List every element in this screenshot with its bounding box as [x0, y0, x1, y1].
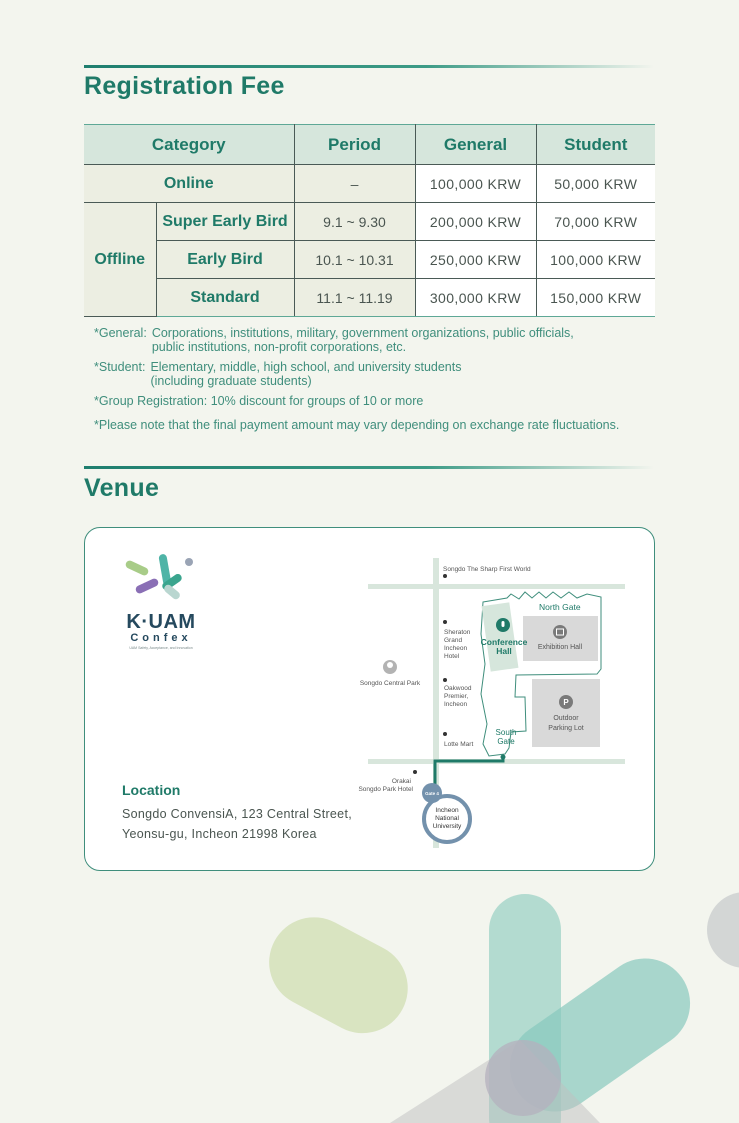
note-text: Corporations, institutions, military, go…	[147, 326, 574, 354]
map-parking-lot	[532, 679, 600, 747]
section-rule-venue	[84, 466, 654, 469]
note-line: Elementary, middle, high school, and uni…	[150, 360, 462, 374]
map-road-top	[368, 584, 625, 589]
note-label: *Student:	[94, 360, 146, 374]
kuam-logo-mark	[125, 554, 193, 600]
general-price-online: 100,000 KRW	[414, 164, 537, 203]
offline-general-price: 250,000 KRW	[414, 240, 537, 279]
label-outdoor-parking: Parking Lot	[548, 725, 583, 732]
category-online: Online	[84, 164, 295, 203]
note-group: *Group Registration: 10% discount for gr…	[94, 394, 424, 408]
fee-notes: *General: Corporations, institutions, mi…	[94, 326, 664, 442]
label-south-gate: Gate	[497, 737, 515, 746]
note-payment: *Please note that the final payment amou…	[94, 417, 620, 432]
note-line: Corporations, institutions, military, go…	[151, 326, 574, 340]
label-oakwood: Oakwood	[444, 685, 472, 692]
label-songdo-sharp: Songdo The Sharp First World	[443, 566, 531, 573]
label-university: Incheon	[435, 807, 459, 814]
label-sheraton: Incheon	[444, 645, 468, 652]
header-period: Period	[293, 124, 416, 165]
map-gate-marker	[422, 783, 442, 803]
offline-student-price: 100,000 KRW	[535, 240, 655, 279]
label-sheraton: Grand	[444, 637, 462, 644]
label-university: National	[435, 815, 459, 822]
student-price-online: 50,000 KRW	[535, 164, 655, 203]
venue-title: Venue	[84, 474, 160, 502]
offline-period: 10.1 ~ 10.31	[293, 240, 416, 279]
label-oakwood: Premier,	[444, 693, 468, 700]
note-line: public institutions, non-profit corporat…	[151, 339, 407, 354]
parking-symbol: P	[563, 698, 569, 707]
category-offline: Offline	[84, 202, 157, 317]
table-row: Online – 100,000 KRW 50,000 KRW	[84, 164, 655, 203]
offline-student-price: 70,000 KRW	[535, 202, 655, 241]
label-south-gate: South	[496, 728, 517, 737]
header-general: General	[414, 124, 537, 165]
label-outdoor-parking: Outdoor	[553, 715, 579, 722]
note-text: Elementary, middle, high school, and uni…	[145, 360, 462, 388]
offline-name: Super Early Bird	[155, 202, 295, 241]
label-exhibition-hall: Exhibition Hall	[538, 644, 583, 651]
label-central-park: Songdo Central Park	[360, 680, 421, 687]
note-line: (including graduate students)	[150, 373, 312, 388]
label-university: University	[433, 823, 462, 830]
exhibition-icon	[553, 625, 567, 639]
label-lotte-mart: Lotte Mart	[444, 741, 473, 748]
label-orakai: Songdo Park Hotel	[358, 786, 413, 793]
logo-wordmark: K·UAM Confex UAM Safety, Acceptance, and…	[121, 612, 201, 651]
label-sheraton: Sheraton	[444, 629, 471, 636]
parking-icon	[559, 695, 573, 709]
landmark-dot	[413, 770, 417, 774]
landmark-dot	[443, 620, 447, 624]
landmark-dot	[443, 678, 447, 682]
landmark-dot	[443, 574, 447, 578]
label-orakai: Orakai	[392, 778, 411, 785]
table-row: Standard 11.1 ~ 11.19 300,000 KRW 150,00…	[84, 278, 655, 317]
label-conference-hall: Hall	[496, 646, 512, 656]
offline-general-price: 200,000 KRW	[414, 202, 537, 241]
registration-title: Registration Fee	[84, 72, 285, 100]
landmark-dot	[443, 732, 447, 736]
logo-sub: Confex	[130, 632, 192, 644]
table-row: Offline Super Early Bird 9.1 ~ 9.30 200,…	[84, 202, 655, 317]
map-conference-hall	[481, 602, 519, 672]
header-category: Category	[84, 124, 295, 165]
table-row: Early Bird 10.1 ~ 10.31 250,000 KRW 100,…	[84, 240, 655, 279]
offline-student-price: 150,000 KRW	[535, 278, 655, 317]
venue-map: P Songdo The Sharp First World North Gat…	[358, 558, 625, 848]
location-title: Location	[122, 782, 181, 798]
note-student: *Student: Elementary, middle, high schoo…	[94, 360, 664, 388]
logo-tagline: UAM Safety, Acceptance, and Innovation	[129, 646, 193, 650]
map-route-path	[433, 757, 505, 792]
location-block: Location Songdo ConvensiA, 123 Central S…	[122, 782, 352, 844]
offline-general-price: 300,000 KRW	[414, 278, 537, 317]
decorative-shapes	[269, 892, 739, 1123]
section-rule-registration	[84, 65, 654, 68]
note-general: *General: Corporations, institutions, mi…	[94, 326, 664, 354]
logo-main: K·UAM	[126, 611, 196, 633]
location-line: Yeonsu-gu, Incheon 21998 Korea	[122, 827, 317, 841]
location-line: Songdo ConvensiA, 123 Central Street,	[122, 807, 352, 821]
label-gate: Gate 4	[425, 791, 439, 796]
map-road-vertical	[433, 558, 439, 848]
venue-card: K·UAM Confex UAM Safety, Acceptance, and…	[84, 527, 655, 871]
label-oakwood: Incheon	[444, 701, 468, 708]
label-sheraton: Hotel	[444, 653, 460, 660]
offline-period: 11.1 ~ 11.19	[293, 278, 416, 317]
table-header-row: Category Period General Student	[84, 124, 655, 165]
period-online: –	[293, 164, 416, 203]
label-north-gate: North Gate	[539, 602, 581, 612]
label-conference-hall: Conference	[481, 637, 528, 647]
note-label: *General:	[94, 326, 147, 340]
registration-fee-table: Category Period General Student Online –…	[84, 124, 655, 317]
header-student: Student	[535, 124, 655, 165]
offline-name: Early Bird	[156, 240, 295, 279]
offline-period: 9.1 ~ 9.30	[293, 202, 416, 241]
offline-name: Standard	[156, 278, 295, 317]
map-university	[422, 794, 472, 844]
